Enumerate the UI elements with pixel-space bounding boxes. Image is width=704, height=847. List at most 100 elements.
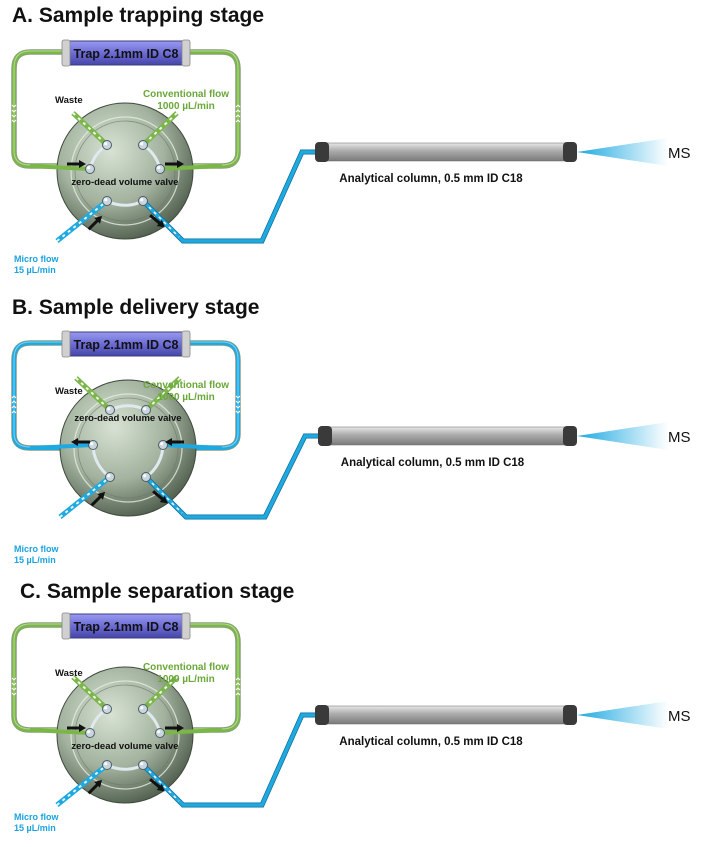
column-end-cap-inlet <box>318 426 332 446</box>
trap-label: Trap 2.1mm ID C8 <box>74 620 179 634</box>
ms-label: MS <box>668 708 691 725</box>
conventional-flow-line-dashes <box>142 676 178 710</box>
valve-label: zero-dead volume valve <box>74 413 181 424</box>
waste-label: Waste <box>55 668 83 679</box>
panel-diagram: Trap 2.1mm ID C8 zero-dead volume valve Wa… <box>11 612 691 833</box>
waste-line-dashes <box>72 676 108 710</box>
chevron-mark <box>11 405 17 409</box>
chevron-mark <box>235 687 241 691</box>
valve-port <box>102 140 112 150</box>
chevron-mark <box>11 677 17 681</box>
arrow-head <box>79 160 86 168</box>
trap-loop-tubing <box>12 623 240 732</box>
conventional-flow-label: Conventional flow <box>143 89 229 100</box>
conventional-flow-rate: 1000 µL/min <box>157 101 214 112</box>
waste-line-dashes <box>75 377 111 411</box>
trap-end-cap-right <box>181 39 191 67</box>
chevron-mark <box>235 400 241 404</box>
micro-flow-label: Micro flow <box>14 812 59 822</box>
chevron-mark <box>235 395 241 399</box>
micro-flow-rate: 15 µL/min <box>14 265 56 275</box>
electrospray-plume <box>577 138 668 166</box>
trap-end-cap-left <box>61 612 71 640</box>
loop-inlet-right <box>162 443 223 450</box>
valve-port <box>138 760 148 770</box>
flow-direction-arrow <box>152 490 168 504</box>
flow-direction-arrow <box>67 160 86 168</box>
flow-direction-arrow <box>165 160 184 168</box>
valve-port-highlight <box>90 442 94 446</box>
analytical-column <box>315 142 577 162</box>
valve-label: zero-dead volume valve <box>71 177 178 188</box>
waste-label: Waste <box>55 95 83 106</box>
valve-port-highlight <box>107 474 111 478</box>
column-body <box>316 705 574 725</box>
arrow-shaft <box>87 219 99 231</box>
arrow-head <box>177 724 184 732</box>
micro-flow-line <box>58 475 112 519</box>
chevron-mark <box>11 119 17 123</box>
column-body <box>319 426 574 446</box>
column-feed-dashes <box>151 482 183 514</box>
flow-direction-arrow <box>90 491 106 507</box>
valve-port-highlight <box>157 730 161 734</box>
zero-dead-volume-valve <box>56 102 194 240</box>
chevron-mark <box>11 687 17 691</box>
valve-port-highlight <box>140 762 144 766</box>
column-feed-dashes <box>148 770 180 802</box>
chevron-mark <box>235 119 241 123</box>
micro-flow-rate: 15 µL/min <box>14 823 56 833</box>
arrow-head <box>97 491 106 500</box>
loop-flow-chevrons-left <box>11 677 17 696</box>
column-feed-dashes <box>148 206 180 238</box>
arrow-head <box>177 160 184 168</box>
valve-port-highlight <box>140 142 144 146</box>
valve-port-highlight <box>104 706 108 710</box>
panel-c: C. Sample separation stage Trap 2.1mm ID… <box>0 572 704 847</box>
arrow-head <box>71 438 78 446</box>
valve-port-highlight <box>157 166 161 170</box>
valve-port <box>138 704 148 714</box>
chevron-mark <box>235 109 241 113</box>
valve-label: zero-dead volume valve <box>71 741 178 752</box>
chevron-mark <box>11 395 17 399</box>
valve-port <box>102 760 112 770</box>
trap-column: Trap 2.1mm ID C8 <box>61 39 191 67</box>
trap-end-cap-right <box>181 612 191 640</box>
chevron-mark <box>11 114 17 118</box>
arrow-head <box>159 495 168 504</box>
flow-direction-arrow <box>87 779 103 795</box>
micro-flow-line <box>55 763 109 807</box>
trap-end-cap-right <box>181 330 191 358</box>
flow-direction-arrow <box>165 724 184 732</box>
flow-direction-arrow <box>149 778 165 792</box>
column-end-cap-inlet <box>315 705 329 725</box>
arrow-head <box>156 783 165 792</box>
column-label: Analytical column, 0.5 mm ID C18 <box>339 173 523 185</box>
arrow-head <box>156 219 165 228</box>
loop-inlet-right <box>159 728 223 735</box>
valve-port-highlight <box>143 407 147 411</box>
loop-flow-chevrons-right <box>235 677 241 696</box>
valve-ring-inner <box>74 684 176 786</box>
arrow-shaft <box>152 490 165 501</box>
valve-port-highlight <box>140 706 144 710</box>
valve-port <box>85 728 95 738</box>
chevron-mark <box>235 677 241 681</box>
conventional-flow-label: Conventional flow <box>143 662 229 673</box>
flow-direction-arrow <box>67 724 86 732</box>
valve-port <box>102 704 112 714</box>
valve-port-highlight <box>140 198 144 202</box>
loop-flow-chevrons-right <box>235 104 241 123</box>
zero-dead-volume-valve <box>59 379 197 517</box>
column-end-cap-outlet <box>563 705 577 725</box>
arrow-head <box>94 215 103 224</box>
micro-flow-label: Micro flow <box>14 544 59 554</box>
chevron-mark <box>11 104 17 108</box>
trap-label: Trap 2.1mm ID C8 <box>74 47 179 61</box>
valve-port <box>155 164 165 174</box>
arrow-shaft <box>87 783 99 795</box>
valve-port <box>138 140 148 150</box>
arrow-head <box>165 438 172 446</box>
valve-port <box>105 472 115 482</box>
